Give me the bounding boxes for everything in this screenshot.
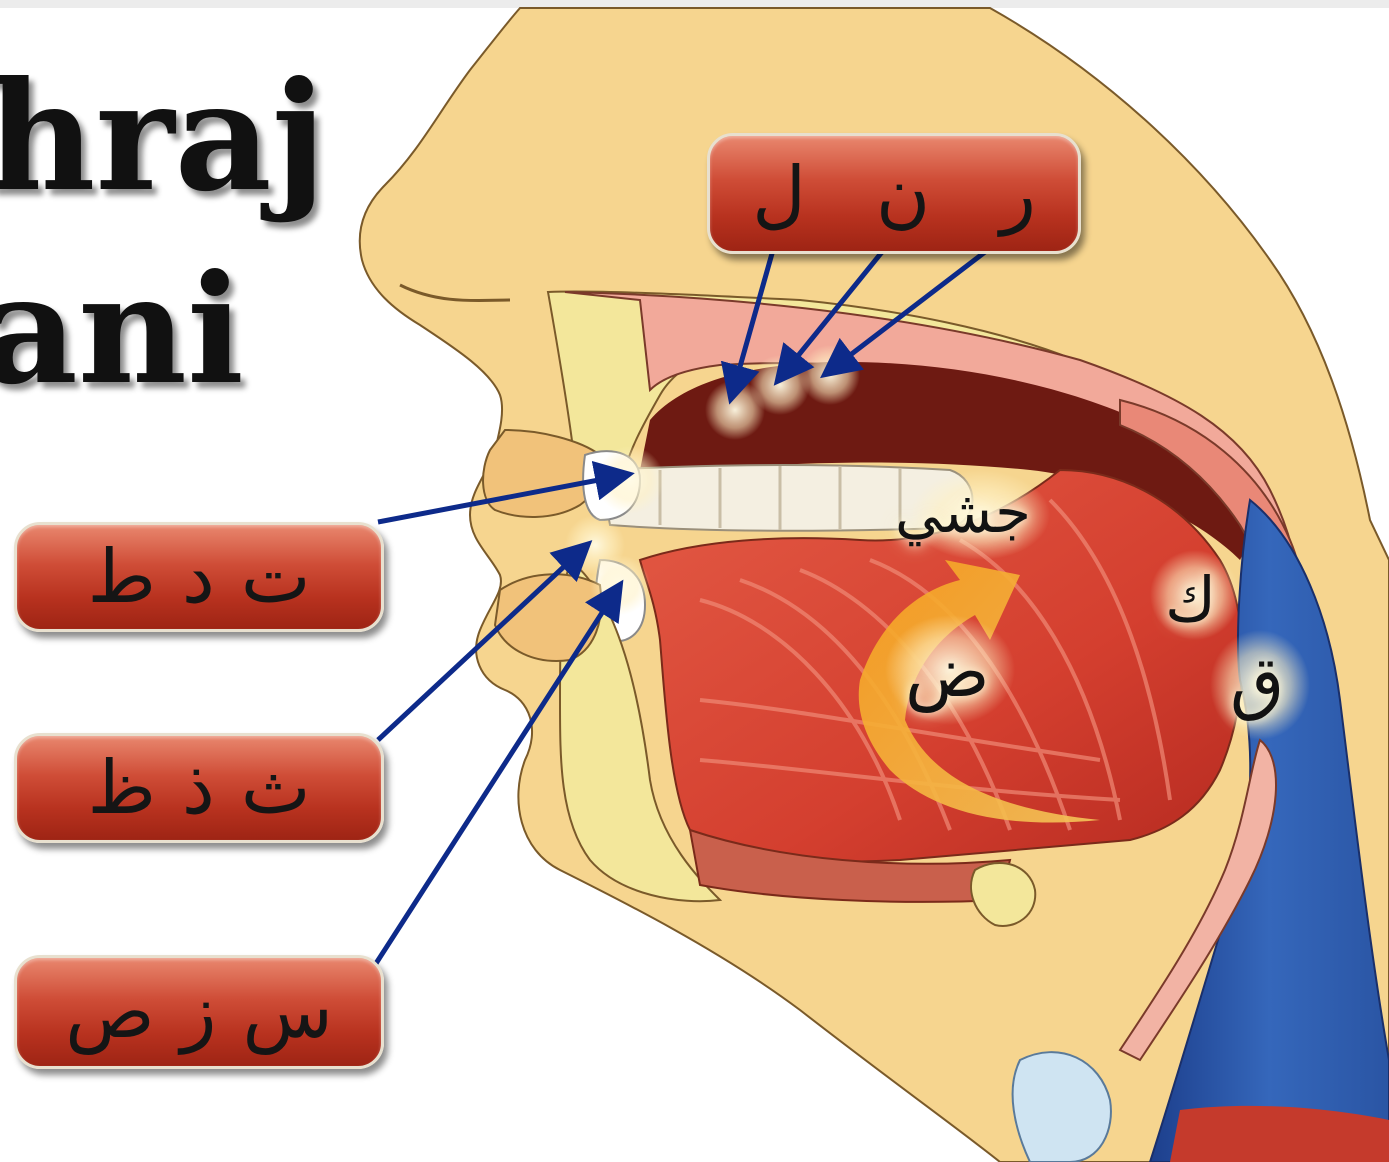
label-box-sin-zai-shad: س ز ص (14, 955, 384, 1069)
letter-dal: د (182, 540, 215, 614)
letter-dhad: ض (905, 640, 990, 704)
top-border (0, 0, 1389, 8)
letters-jim-syin-ya: جشي (895, 480, 1031, 544)
letter-lam: ل (752, 157, 806, 231)
letter-dzal: ذ (182, 751, 215, 825)
title-line-1: khraj (0, 62, 326, 212)
label-box-ra-nun-lam: ر ن ل (707, 133, 1081, 254)
letter-ra: ر (1000, 157, 1036, 231)
label-box-tsa-dzal-zha: ث ذ ظ (14, 733, 384, 843)
letter-kaf: ك (1165, 568, 1216, 632)
letter-zai: ز (181, 975, 217, 1049)
letter-ta: ت (241, 540, 311, 614)
trachea (1170, 1106, 1389, 1162)
title-line-2: ani (0, 255, 244, 405)
letter-nun: ن (876, 157, 930, 231)
letter-tsa: ث (241, 751, 311, 825)
label-box-ta-dal-tha: ت د ط (14, 522, 384, 632)
letter-qaf: ق (1230, 650, 1284, 714)
letter-zha: ظ (87, 751, 155, 825)
letter-tah: ط (87, 540, 155, 614)
letter-sin: س (242, 975, 332, 1049)
letter-shad: ص (65, 975, 154, 1049)
